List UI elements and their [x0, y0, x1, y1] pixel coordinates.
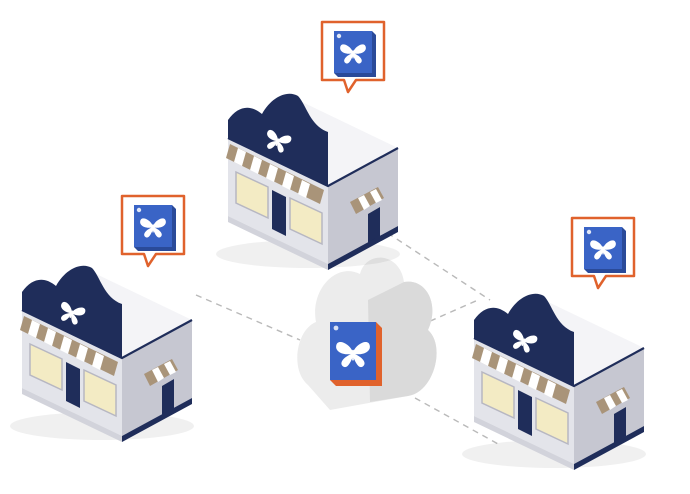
store-top-badge [322, 22, 384, 92]
app-badge-icon [330, 322, 382, 386]
link-cloud-right [414, 397, 501, 446]
cloud-hub [297, 257, 437, 410]
store-left [10, 266, 194, 442]
app-badge-icon [322, 22, 384, 92]
link-left-cloud [195, 294, 301, 341]
store-right [462, 294, 646, 470]
storefront-icon [10, 266, 194, 442]
store-right-badge [572, 218, 634, 288]
storefront-icon [216, 94, 400, 270]
app-badge-icon [572, 218, 634, 288]
store-top [216, 94, 400, 270]
store-left-badge [122, 196, 184, 266]
app-badge-icon [122, 196, 184, 266]
storefront-icon [462, 294, 646, 470]
